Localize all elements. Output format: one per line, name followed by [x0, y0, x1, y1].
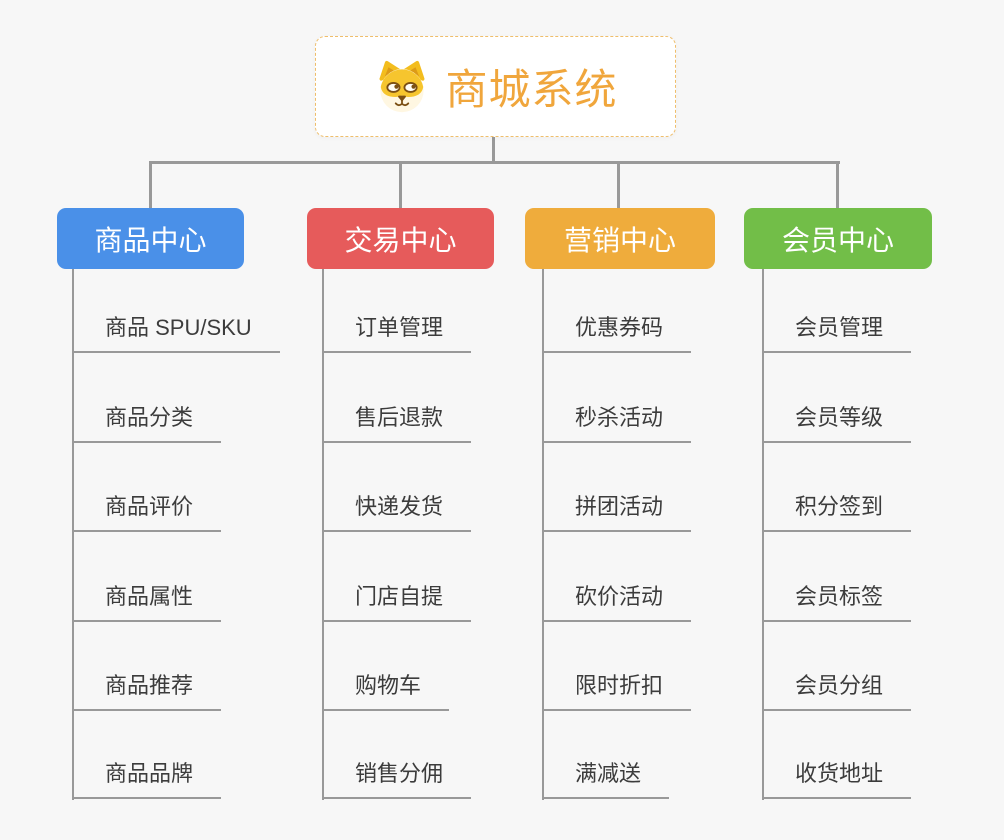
connector-horizontal-bar — [149, 161, 840, 164]
connector-trunk — [542, 269, 544, 800]
connector-drop-marketing — [617, 163, 620, 208]
leaf-node[interactable]: 会员分组 — [762, 671, 912, 711]
leaf-node[interactable]: 商品属性 — [72, 582, 222, 622]
connector-drop-product — [149, 163, 152, 208]
branch-label: 交易中心 — [344, 224, 457, 256]
leaf-node[interactable]: 商品 SPU/SKU — [72, 313, 280, 353]
connector-trunk — [72, 269, 74, 800]
root-label: 商城系统 — [445, 66, 618, 113]
branch-label: 商品中心 — [94, 224, 207, 256]
leaf-node[interactable]: 优惠券码 — [542, 313, 692, 353]
branch-label: 营销中心 — [563, 224, 676, 256]
branch-label: 会员中心 — [781, 224, 894, 256]
leaf-node[interactable]: 砍价活动 — [542, 582, 692, 622]
connector-root-stem — [492, 137, 495, 163]
leaf-node[interactable]: 会员等级 — [762, 403, 912, 443]
leaf-node[interactable]: 商品评价 — [72, 492, 222, 532]
leaf-node[interactable]: 收货地址 — [762, 759, 912, 799]
leaf-node[interactable]: 商品推荐 — [72, 671, 222, 711]
root-node[interactable]: 商城系统 — [315, 36, 676, 137]
connector-trunk — [322, 269, 324, 800]
leaf-node[interactable]: 订单管理 — [322, 313, 472, 353]
leaf-node[interactable]: 会员标签 — [762, 582, 912, 622]
connector-drop-trade — [399, 163, 402, 208]
branch-node-marketing-center[interactable]: 营销中心 — [525, 208, 715, 269]
leaf-node[interactable]: 购物车 — [322, 671, 450, 711]
leaf-node[interactable]: 积分签到 — [762, 492, 912, 532]
leaf-node[interactable]: 限时折扣 — [542, 671, 692, 711]
connector-trunk — [762, 269, 764, 800]
leaf-node[interactable]: 满减送 — [542, 759, 670, 799]
leaf-node[interactable]: 会员管理 — [762, 313, 912, 353]
dog-face-icon — [379, 60, 425, 112]
branch-node-trade-center[interactable]: 交易中心 — [307, 208, 494, 269]
leaf-node[interactable]: 拼团活动 — [542, 492, 692, 532]
leaf-node[interactable]: 商品品牌 — [72, 759, 222, 799]
leaf-node[interactable]: 快递发货 — [322, 492, 472, 532]
leaf-node[interactable]: 秒杀活动 — [542, 403, 692, 443]
leaf-node[interactable]: 门店自提 — [322, 582, 472, 622]
leaf-node[interactable]: 商品分类 — [72, 403, 222, 443]
branch-node-member-center[interactable]: 会员中心 — [744, 208, 932, 269]
leaf-node[interactable]: 销售分佣 — [322, 759, 472, 799]
leaf-node[interactable]: 售后退款 — [322, 403, 472, 443]
connector-drop-member — [836, 163, 839, 208]
branch-node-product-center[interactable]: 商品中心 — [57, 208, 244, 269]
